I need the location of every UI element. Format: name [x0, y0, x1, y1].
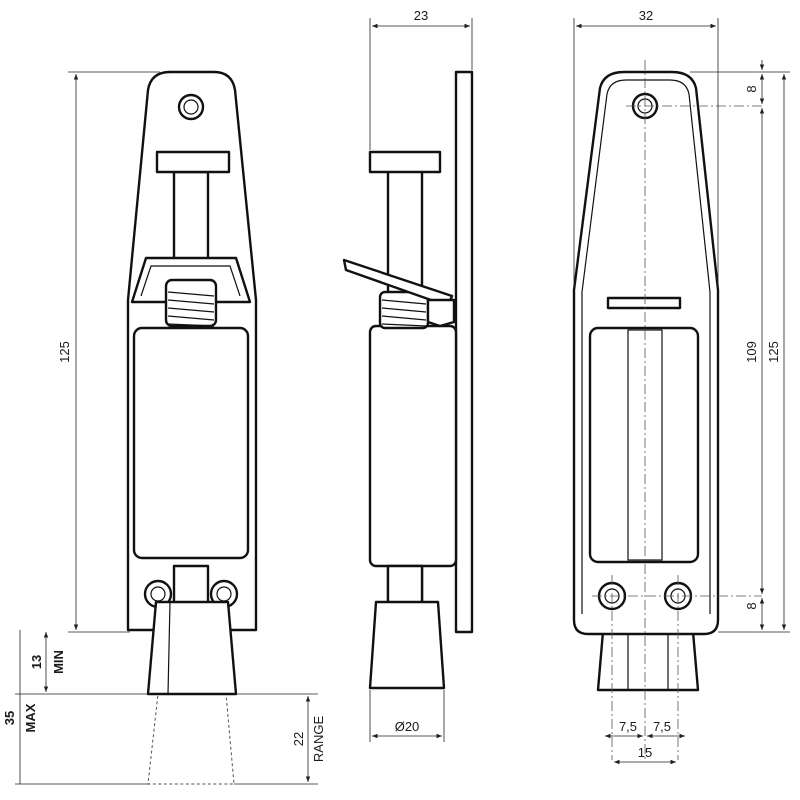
side-depth-label: 23: [414, 8, 428, 23]
back-bottom-hole-label: 8: [744, 602, 759, 609]
front-range-value: 22: [291, 732, 306, 746]
back-plate-inner: [581, 79, 711, 614]
front-lever-inner: [140, 265, 241, 297]
back-panel: [588, 326, 700, 564]
back-half-right-label: 7,5: [653, 719, 671, 734]
back-half-left-label: 7,5: [619, 719, 637, 734]
back-view: [572, 60, 762, 760]
side-lever-base: [426, 298, 456, 328]
side-dimensions: 23 Ø20: [369, 8, 473, 742]
side-back-plate: [454, 70, 474, 634]
side-diameter-label: Ø20: [395, 719, 420, 734]
front-top-hole: [177, 93, 205, 121]
front-top-hole-inner: [183, 99, 199, 115]
front-dimensions: 125 13 MIN 35 MAX 22 RANGE: [2, 71, 326, 785]
front-foot: [146, 600, 238, 696]
front-rod-cap: [155, 150, 231, 174]
front-panel: [132, 326, 250, 560]
side-view: [342, 70, 474, 690]
back-width-label: 32: [639, 8, 653, 23]
back-top-hole-label: 8: [744, 85, 759, 92]
front-rod-upper: [172, 170, 210, 272]
back-height-label: 125: [766, 341, 781, 363]
back-slot: [606, 296, 682, 310]
front-spring: [164, 278, 218, 328]
front-range-label: RANGE: [311, 716, 326, 763]
back-dimensions: 32 8 109 8 125 7,5 7,5 15: [573, 8, 790, 765]
back-hole-spacing-label: 109: [744, 341, 759, 363]
front-foot-extended: [147, 693, 235, 785]
side-rod-cap: [368, 150, 442, 174]
side-rod-lower: [386, 564, 424, 606]
front-height-label: 125: [57, 341, 72, 363]
back-hole-pitch-label: 15: [638, 745, 652, 760]
front-max-label: MAX: [23, 703, 38, 732]
front-min-value: 13: [29, 655, 44, 669]
front-view: [126, 70, 258, 785]
side-foot: [368, 600, 446, 690]
side-body: [368, 324, 458, 568]
front-max-value: 35: [2, 711, 17, 725]
front-foot-line: [167, 601, 171, 695]
front-min-label: MIN: [51, 650, 66, 674]
